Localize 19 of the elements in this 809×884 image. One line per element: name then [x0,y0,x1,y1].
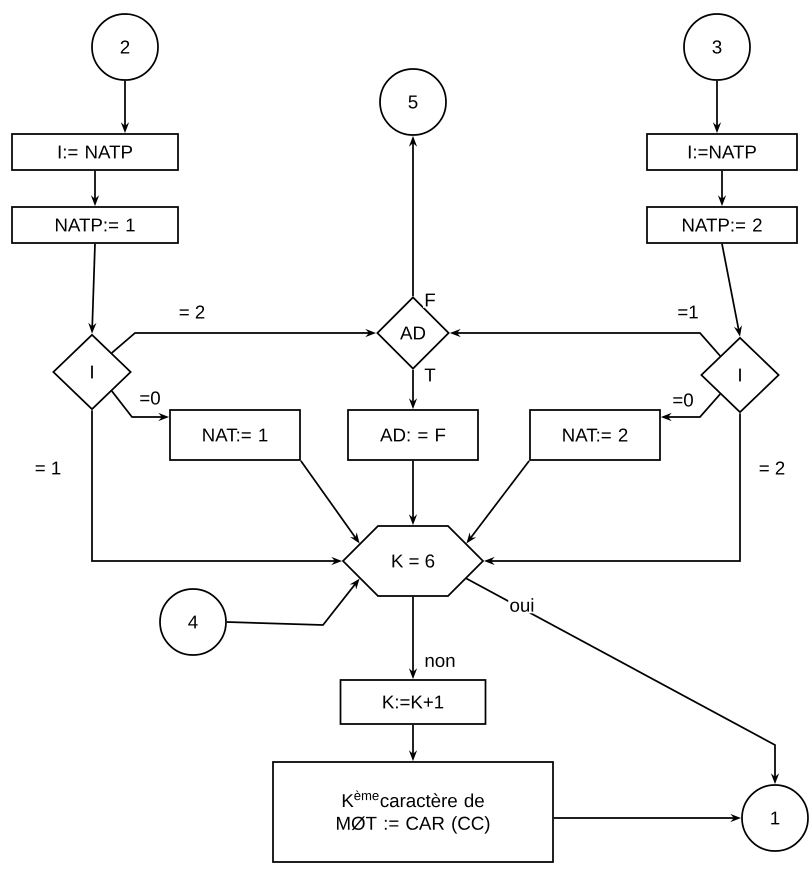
process-box: I:= NATP [11,133,179,171]
edge-label: =1 [676,304,700,320]
edge-label: non [423,656,457,668]
edge-label: = 2 [757,460,787,476]
edge-label: =0 [138,390,162,406]
process-box: NATP:= 2 [646,206,798,244]
process-box: K$^{ème}$caractère de MØT := CAR (CC) [272,761,554,863]
edge-label: = 2 [177,304,207,320]
edge-label: F [422,292,438,308]
process-box: NATP:= 1 [11,206,179,244]
edge-label: =0 [671,392,695,408]
edge-label: oui [508,596,536,614]
process-box: NAT:= 2 [529,409,661,461]
process-box: I:=NATP [646,133,798,171]
process-box: AD: = F [347,409,479,461]
edge-label: = 1 [33,460,63,476]
edge-label: T [422,367,438,383]
process-box: NAT:= 1 [169,409,301,461]
process-box: K:=K+1 [340,679,486,725]
